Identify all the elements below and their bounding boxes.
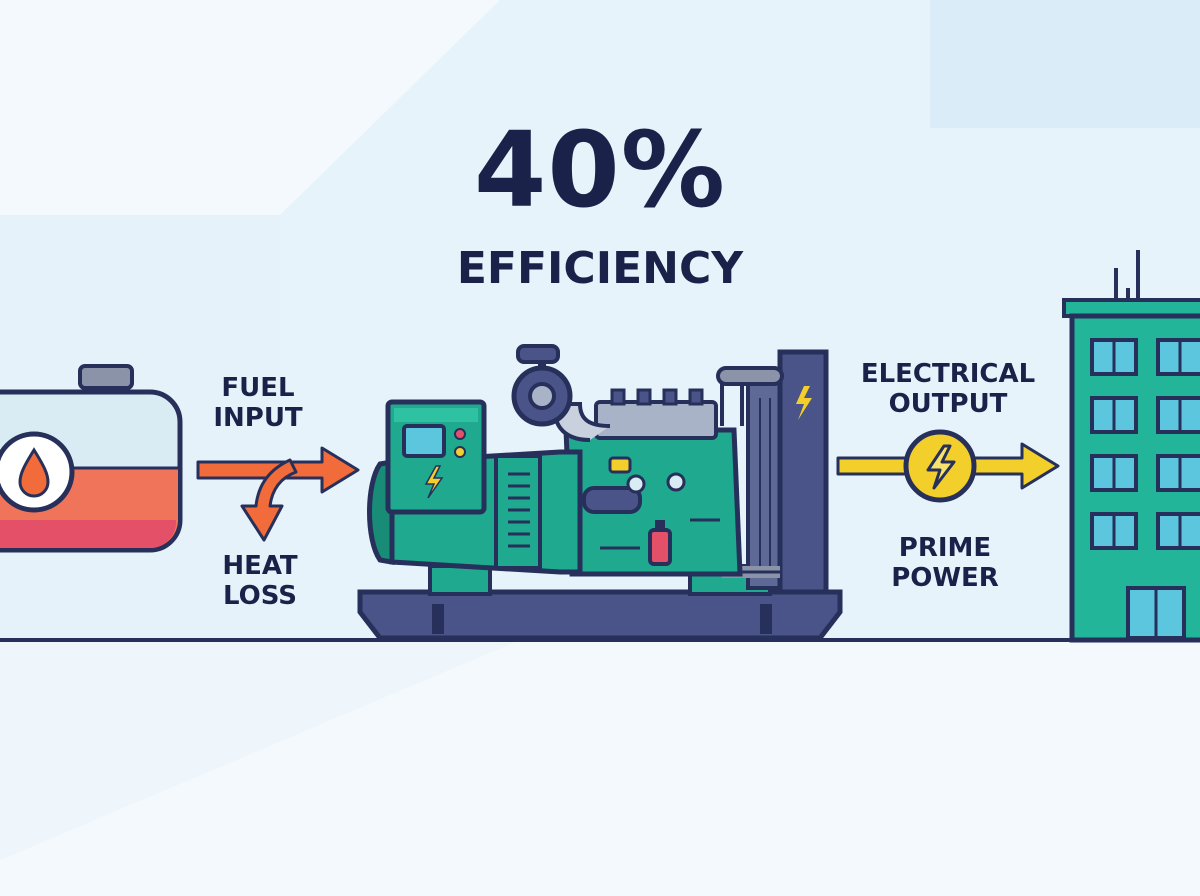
prime-power-line-1: PRIME <box>898 533 992 563</box>
fuel-drop-icon <box>18 447 50 498</box>
lightning-bolt-icon <box>926 444 956 490</box>
heat-loss-line-2: LOSS <box>222 580 298 611</box>
prime-power-label: PRIME POWER <box>852 533 1038 594</box>
fuel-input-label: FUEL INPUT <box>188 373 328 434</box>
heat-loss-line-1: HEAT <box>222 551 298 581</box>
electrical-output-label: ELECTRICAL OUTPUT <box>838 359 1058 420</box>
electrical-output-line-2: OUTPUT <box>888 388 1008 419</box>
electrical-output-arrow <box>836 429 1060 503</box>
efficiency-label: EFFICIENCY <box>456 243 744 294</box>
heat-loss-arrow <box>240 458 298 542</box>
fuel-input-line-2: INPUT <box>213 402 303 433</box>
diesel-generator-icon <box>357 344 843 641</box>
heat-loss-label: HEAT LOSS <box>190 551 330 612</box>
radiator-bolt-icon <box>796 386 812 420</box>
efficiency-value: 40% <box>474 109 726 231</box>
fuel-tank-icon <box>0 364 183 553</box>
prime-power-line-2: POWER <box>891 562 999 593</box>
office-building-icon <box>1062 250 1200 643</box>
fuel-input-line-1: FUEL <box>221 373 295 403</box>
electrical-output-line-1: ELECTRICAL <box>860 359 1036 389</box>
panel-bolt-icon <box>424 465 444 499</box>
